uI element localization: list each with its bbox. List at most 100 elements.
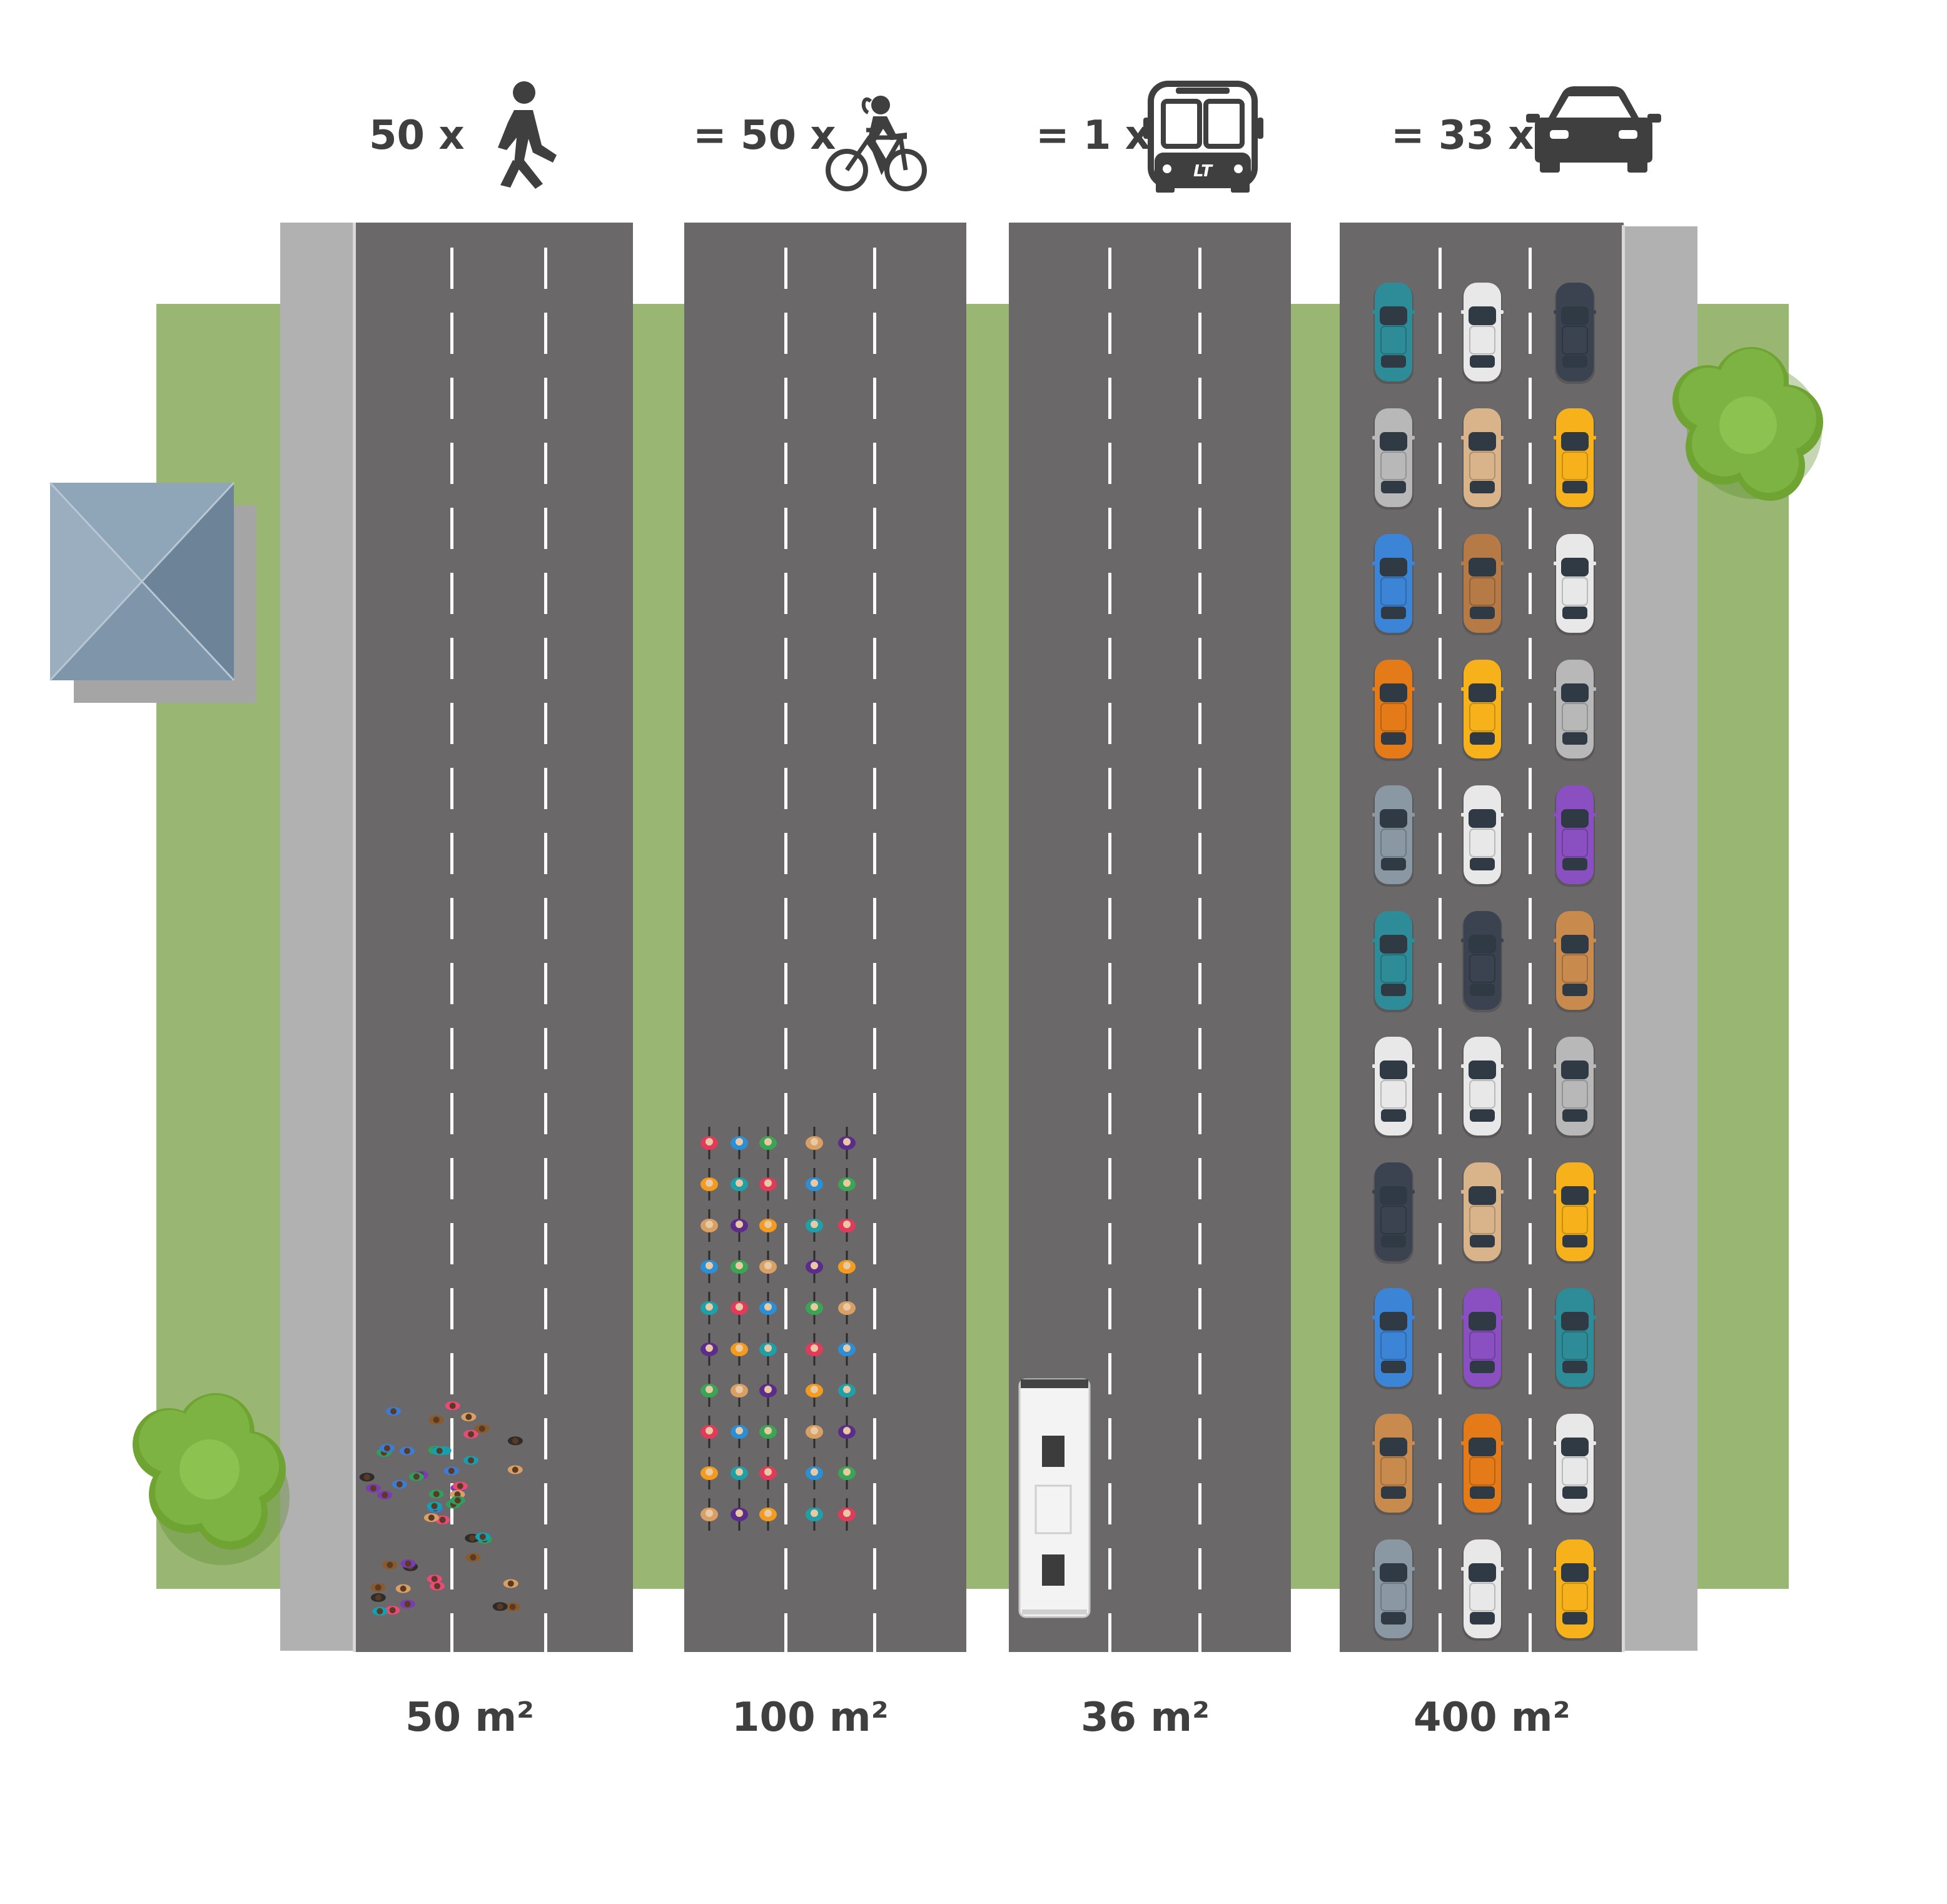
- lane-dash: [873, 898, 876, 939]
- lane-dash: [1108, 313, 1111, 354]
- pedestrian: [475, 1532, 490, 1541]
- cyclist: [759, 1416, 777, 1448]
- cyclist: [838, 1374, 856, 1407]
- lane-dash: [1198, 898, 1201, 939]
- pedestrian-crowd: [359, 1401, 523, 1616]
- lane-dash: [1108, 1158, 1111, 1199]
- car: [1372, 534, 1415, 635]
- cyclist: [759, 1292, 777, 1324]
- lane-dash: [544, 1093, 547, 1134]
- lane-dash: [873, 378, 876, 419]
- lane-dash: [1198, 1288, 1201, 1329]
- lane-dash: [784, 1093, 787, 1134]
- bus-count-label: = 1 x: [1036, 113, 1151, 159]
- pedestrian: [452, 1481, 468, 1491]
- lane-dash: [1198, 1353, 1201, 1394]
- lane-dash: [450, 573, 453, 614]
- lane-dash: [873, 1483, 876, 1524]
- lane-dash: [544, 963, 547, 1004]
- lane-dash: [544, 833, 547, 874]
- lane-dash: [1108, 1548, 1111, 1589]
- lane-dash: [1108, 1288, 1111, 1329]
- lane-dash: [1529, 1353, 1532, 1394]
- lane-dash: [1439, 248, 1442, 289]
- cyclist: [838, 1127, 856, 1159]
- lane-dash: [1439, 1158, 1442, 1199]
- car: [1554, 408, 1596, 510]
- lane-dash: [450, 1613, 453, 1655]
- pedestrian: [359, 1473, 375, 1482]
- lane-dash: [450, 963, 453, 1004]
- lane-dash: [873, 313, 876, 354]
- pedestrian: [395, 1584, 411, 1593]
- pedestrian: [377, 1491, 393, 1500]
- lane-dash: [1198, 703, 1201, 744]
- pedestrian-area-label: 50 m²: [405, 1695, 535, 1741]
- lane-dash: [1529, 768, 1532, 809]
- car: [1554, 1162, 1596, 1264]
- cyclist: [838, 1251, 856, 1283]
- lane-dash: [450, 703, 453, 744]
- pedestrian: [505, 1602, 520, 1611]
- lane-dash: [784, 833, 787, 874]
- pedestrian: [400, 1446, 415, 1456]
- pedestrian: [463, 1456, 478, 1465]
- pedestrian: [386, 1407, 402, 1416]
- car: [1461, 660, 1504, 761]
- cyclist: [700, 1416, 718, 1448]
- lane-dash: [1108, 1418, 1111, 1459]
- lane-dash: [873, 1093, 876, 1134]
- cyclist: [838, 1333, 856, 1366]
- car: [1461, 1539, 1504, 1641]
- lane-dash: [1529, 833, 1532, 874]
- car: [1461, 1162, 1504, 1264]
- lane-dash: [1108, 963, 1111, 1004]
- lane-dash: [450, 1418, 453, 1459]
- lane-dash: [1529, 443, 1532, 484]
- lane-dash: [1529, 1483, 1532, 1524]
- lane-dash: [873, 638, 876, 679]
- lane-dash: [1439, 1223, 1442, 1264]
- car: [1461, 408, 1504, 510]
- lane-dash: [784, 1158, 787, 1199]
- lane-dash: [1108, 833, 1111, 874]
- car: [1461, 911, 1504, 1012]
- cyclist: [838, 1292, 856, 1324]
- lane-dash: [1439, 1028, 1442, 1069]
- pedestrian: [428, 1489, 444, 1499]
- lane-dash: [1198, 508, 1201, 549]
- lane-dash: [450, 1158, 453, 1199]
- lane-dash: [544, 248, 547, 289]
- car: [1554, 1414, 1596, 1515]
- car: [1372, 660, 1415, 761]
- pedestrian: [392, 1479, 407, 1489]
- lane-dash: [450, 1548, 453, 1589]
- car: [1554, 1037, 1596, 1138]
- pedestrian: [450, 1496, 465, 1505]
- bus-icon-badge: LT: [1193, 162, 1213, 181]
- cyclist: [759, 1168, 777, 1201]
- lane-dash: [873, 1353, 876, 1394]
- lane-dash: [450, 313, 453, 354]
- cyclist: [700, 1498, 718, 1531]
- lane-dash: [1108, 1093, 1111, 1134]
- lane-dash: [1529, 1223, 1532, 1264]
- lane-dash: [544, 898, 547, 939]
- lane-dash: [1439, 313, 1442, 354]
- lane-dash: [784, 1223, 787, 1264]
- pedestrian: [385, 1606, 400, 1615]
- cyclist: [806, 1498, 823, 1531]
- bicycle-icon: [826, 96, 927, 191]
- lane-dash: [450, 1223, 453, 1264]
- bus-area-label: 36 m²: [1081, 1695, 1210, 1741]
- lane-dash: [1529, 638, 1532, 679]
- lane-dash: [1198, 638, 1201, 679]
- lane-dash: [1198, 1093, 1201, 1134]
- lane-dash: [544, 1548, 547, 1589]
- lane-dash: [784, 1483, 787, 1524]
- lane-dash: [784, 898, 787, 939]
- car: [1372, 1288, 1415, 1389]
- lane-dash: [1439, 1548, 1442, 1589]
- cyclist: [731, 1292, 748, 1324]
